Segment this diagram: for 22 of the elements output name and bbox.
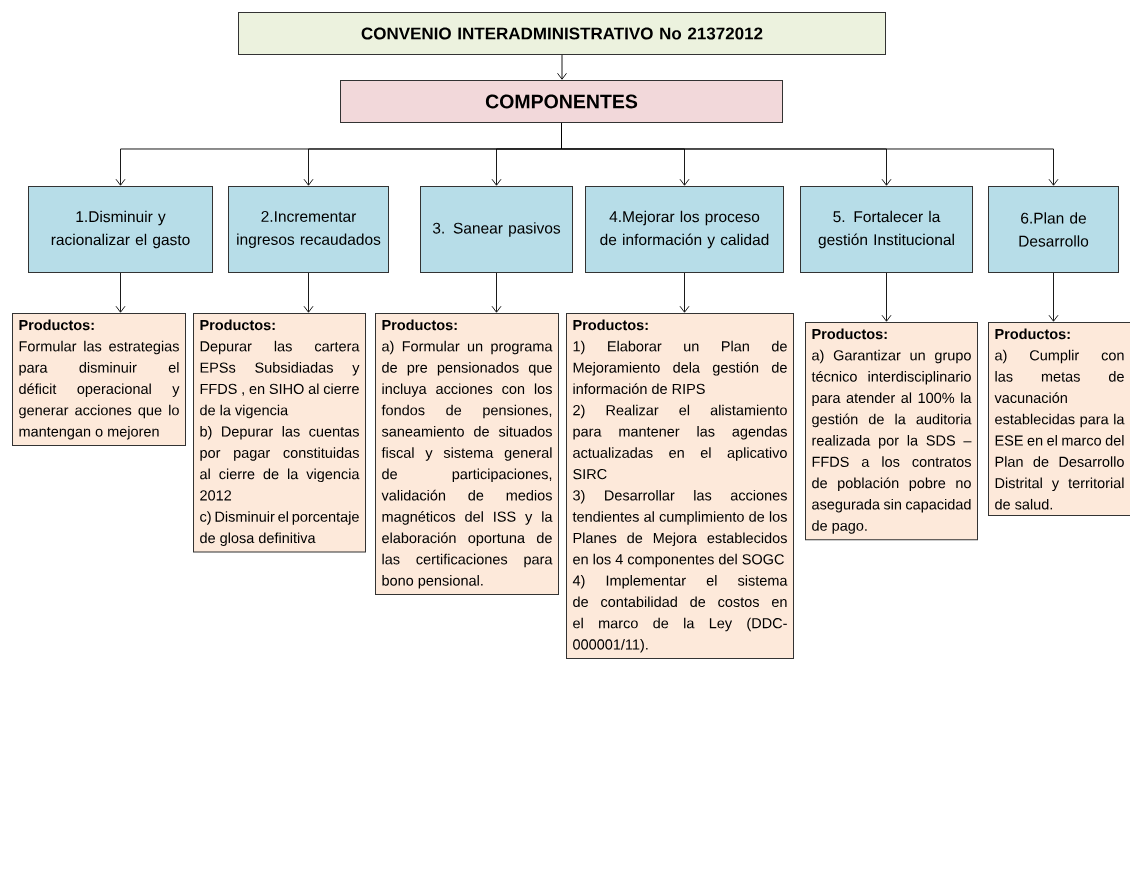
component-box: 2.Incrementar ingresos recaudados [228,186,389,273]
arrow [1048,272,1059,322]
arrow [115,272,126,313]
title-box: CONVENIO INTERADMINISTRATIVO No 21372012 [238,12,886,55]
product-box: Productos: 1) Elaborar un Plan de Mejoramiento dela gestión de información de RIPS 2) Realizar el alistamiento para mantener las agendas actualizadas en el aplicativo SIRC 3) Desarrollar las acciones tendientes al cumplimiento de los Planes de Mejora establecidos en los 4 componentes del SOGC 4) Implementar el sistema de contabilidad de costos en el marco de la Ley (DDC-000001/11). [566,313,794,659]
arrow [557,54,567,80]
component-box: 5. Fortalecer la gestión Institucional [800,186,973,273]
arrow [561,122,1059,186]
product-box: Productos: a) Garantizar un grupo técnico interdisciplinario para atender al 100% la gestión de la auditoria realizada por la SDS – FFDS a los contratos de población pobre no asegurada sin capacidad de pago. [805,322,978,541]
component-box: 4.Mejorar los proceso de información y calidad [585,186,784,273]
product-box: Productos: Formular las estrategias para disminuir el déficit operacional y generar acciones que lo mantengan o mejoren [12,313,186,446]
product-box: Productos: a) Cumplir con las metas de vacunación establecidas para la ESE en el marco del Plan de Desarrollo Distrital y territorial de salud. [988,322,1130,517]
arrow [491,272,502,313]
arrow [679,272,690,313]
component-box: 1.Disminuir y racionalizar el gasto [28,186,213,273]
product-box: Productos: a) Formular un programa de pre pensionados que incluya acciones con los fondos de pensiones, saneamiento de situados fiscal y sistema general de participaciones, validación de medios magnéticos del ISS y la elaboración oportuna de las certificaciones para bono pensional. [375,313,559,596]
heading-box: COMPONENTES [340,80,783,123]
arrow [881,272,892,322]
component-box: 6.Plan de Desarrollo [988,186,1119,273]
product-box: Productos: Depurar las cartera EPSs Subsidiadas y FFDS , en SIHO al cierre de la vigencia b) Depurar las cuentas por pagar constituidas al cierre de la vigencia 2012 c) Disminuir el porcentaje de glosa definitiva [193,313,366,553]
arrow [303,272,314,313]
component-box: 3. Sanear pasivos [420,186,573,273]
